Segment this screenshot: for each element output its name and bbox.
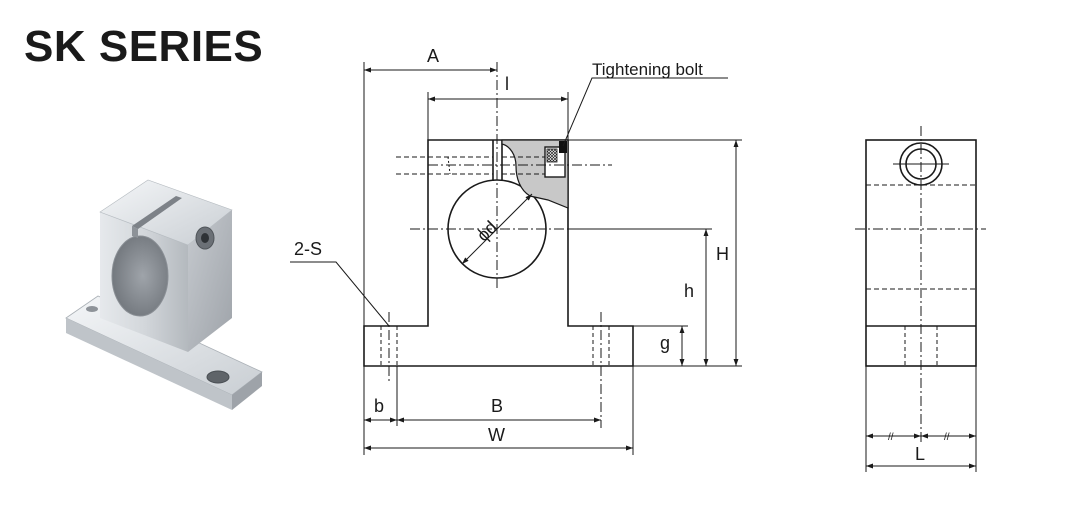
equal-mark-left: // (888, 432, 894, 443)
dim-label-H: H (716, 244, 729, 264)
front-dimensions (290, 62, 742, 455)
equal-mark-right: // (944, 432, 950, 443)
page-title: SK SERIES (24, 22, 264, 71)
tightening-bolt-label: Tightening bolt (592, 60, 703, 79)
dim-label-b: b (374, 396, 384, 416)
front-hidden-lines (380, 62, 612, 428)
dim-label-2-S: 2-S (294, 239, 322, 259)
side-hidden-lines (855, 126, 986, 445)
side-dimensions (865, 366, 977, 472)
dim-label-l: l (505, 74, 509, 94)
product-photo (65, 179, 263, 410)
dim-label-L: L (915, 444, 925, 464)
dim-label-A: A (427, 46, 439, 66)
dim-label-W: W (488, 425, 505, 445)
dim-label-h: h (684, 281, 694, 301)
dim-label-g: g (660, 333, 670, 353)
dim-label-B: B (491, 396, 503, 416)
